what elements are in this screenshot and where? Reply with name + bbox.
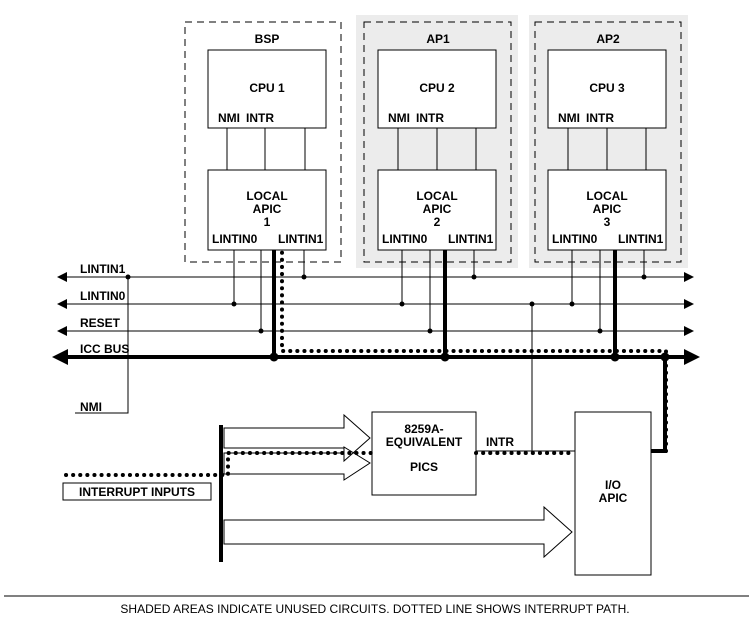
local-apic-box: [207, 169, 327, 251]
cpu-label: CPU 3: [589, 81, 625, 95]
bus-label-lintin0: LINTIN0: [80, 289, 126, 303]
bus-label-lintin1: LINTIN1: [80, 262, 126, 276]
pic-label-line1: 8259A-: [404, 422, 443, 436]
local-apic-box: [547, 169, 667, 251]
icc-bus-arrow-left: [52, 349, 68, 365]
interrupt-path-icc: [280, 248, 668, 453]
arrow-to-pic-upper: [223, 413, 371, 463]
io-apic-box: [574, 411, 652, 576]
local-apic-box: [377, 169, 497, 251]
lintin1-pin-label: LINTIN1: [618, 232, 664, 246]
processor-ap2: AP2 CPU 3 NMI INTR LOCAL APIC 3 LINTIN0 …: [534, 21, 682, 263]
pic-label-line3: PICS: [410, 460, 438, 474]
lintin0-pin-label: LINTIN0: [382, 232, 428, 246]
lintin0-pin-label: LINTIN0: [552, 232, 598, 246]
interrupt-inputs-box: [62, 482, 212, 501]
local-apic-label-line1: LOCAL: [246, 189, 287, 203]
bus-label-icc: ICC BUS: [80, 342, 129, 356]
intr-pin-label: INTR: [586, 111, 614, 125]
lintin1-pin-label: LINTIN1: [278, 232, 324, 246]
processor-role-label: BSP: [255, 32, 280, 46]
local-apic-label-line1: LOCAL: [416, 189, 457, 203]
processor-ap1: AP1 CPU 2 NMI INTR LOCAL APIC 2 LINTIN0 …: [363, 21, 512, 263]
icc-bus-arrow-right: [684, 349, 700, 365]
cpu-box: [207, 49, 327, 129]
local-apic-number: 1: [264, 215, 271, 229]
local-apic-number: 3: [604, 215, 611, 229]
processor-bsp: BSP CPU 1 NMI INTR LOCAL APIC 1 LINTIN0 …: [184, 21, 342, 263]
bus-label-reset: RESET: [80, 316, 121, 330]
nmi-pin-label: NMI: [218, 111, 240, 125]
intr-pin-label: INTR: [416, 111, 444, 125]
nmi-line: [75, 277, 129, 414]
local-apic-label-line2: APIC: [593, 202, 622, 216]
intr-pin-label: INTR: [246, 111, 274, 125]
pic-intr-label: INTR: [486, 435, 514, 449]
ioapic-icc-link: [651, 357, 667, 453]
cpu-box: [547, 49, 667, 129]
nmi-pin-label: NMI: [558, 111, 580, 125]
local-apic-label-line2: APIC: [423, 202, 452, 216]
io-apic-label-line2: APIC: [599, 491, 628, 505]
lintin1-pin-label: LINTIN1: [448, 232, 494, 246]
nmi-pin-label: NMI: [388, 111, 410, 125]
lintin0-pin-label: LINTIN0: [212, 232, 258, 246]
local-apic-number: 2: [434, 215, 441, 229]
pic-box: [371, 411, 477, 496]
interrupt-path-inputs: [64, 451, 374, 477]
bus-lines: LINTIN1 LINTIN0 RESET ICC BUS NMI: [52, 262, 700, 414]
io-apic-label-line1: I/O: [605, 478, 621, 492]
pic-label-line2: EQUIVALENT: [386, 435, 463, 449]
cpu-label: CPU 1: [249, 81, 285, 95]
processor-role-label: AP2: [596, 32, 620, 46]
interrupt-inputs-label: INTERRUPT INPUTS: [79, 485, 195, 499]
local-apic-label-line1: LOCAL: [586, 189, 627, 203]
caption-text: SHADED AREAS INDICATE UNUSED CIRCUITS. D…: [120, 602, 629, 616]
bus-label-nmi: NMI: [80, 400, 102, 414]
processor-role-label: AP1: [426, 32, 450, 46]
arrow-to-ioapic: [223, 505, 573, 559]
local-apic-label-line2: APIC: [253, 202, 282, 216]
cpu-label: CPU 2: [419, 81, 455, 95]
